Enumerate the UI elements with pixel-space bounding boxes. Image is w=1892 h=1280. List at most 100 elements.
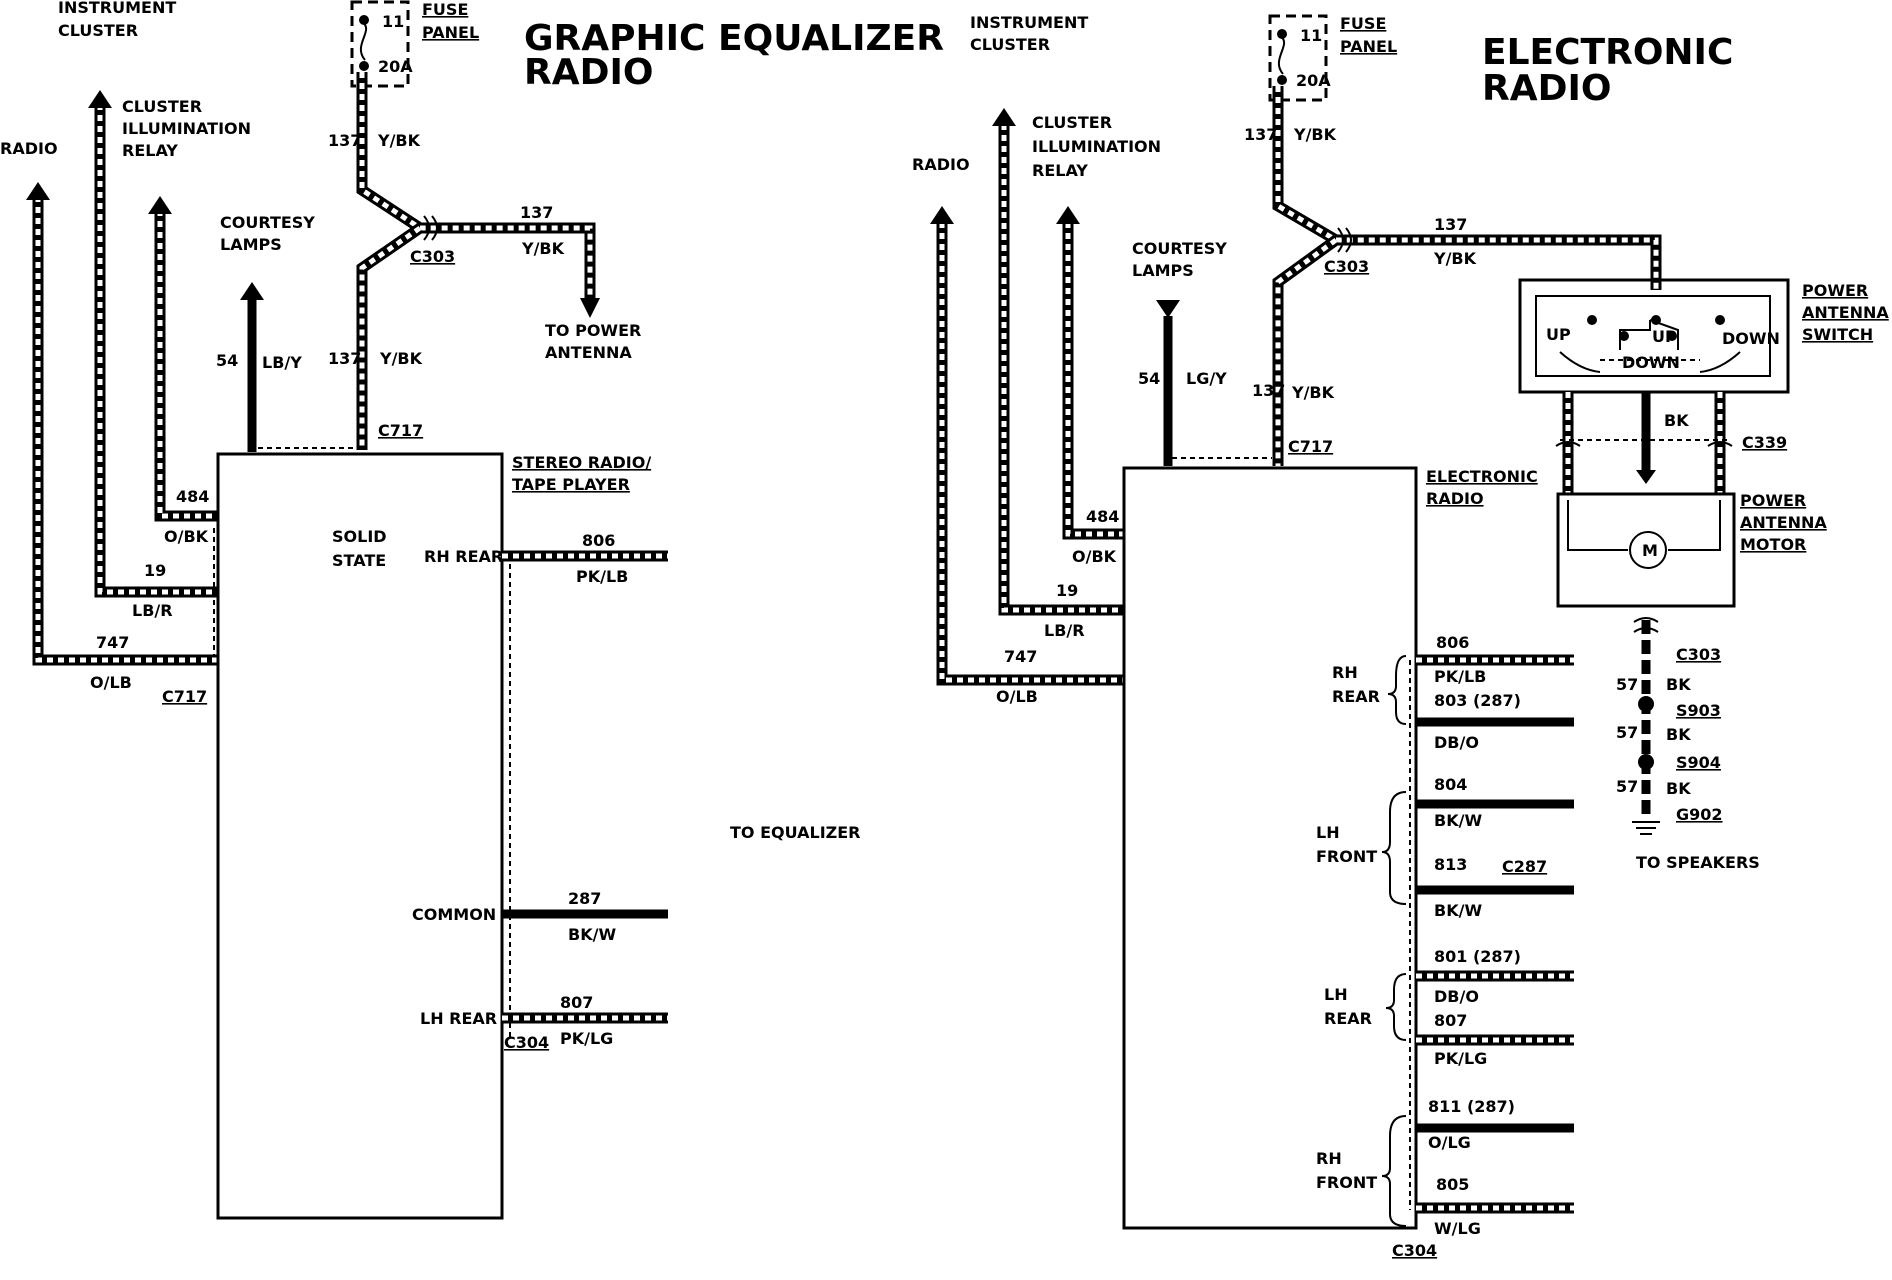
left-solid-state-2: STATE bbox=[332, 551, 386, 570]
left-title-line2: RADIO bbox=[524, 52, 653, 93]
left-wire-54-color: LB/Y bbox=[262, 353, 302, 372]
power-antenna-switch-inner bbox=[1535, 295, 1771, 377]
right-arrow-484 bbox=[1056, 206, 1080, 224]
left-wire-137-low: 137 bbox=[328, 349, 361, 368]
left-fuse-icon bbox=[359, 21, 368, 61]
lh-front-label-2: FRONT bbox=[1316, 847, 1377, 866]
left-diagram: GRAPHIC EQUALIZER RADIO INSTRUMENT CLUST… bbox=[0, 0, 944, 1220]
right-fuse-panel-label-2: PANEL bbox=[1340, 37, 1397, 56]
left-wire-807-label: 807 bbox=[560, 993, 593, 1012]
left-wire-747-color: O/LB bbox=[90, 673, 132, 692]
right-wire-484 bbox=[1062, 222, 1124, 540]
right-c717-top: C717 bbox=[1288, 437, 1333, 456]
right-arrow-courtesy bbox=[1156, 300, 1180, 318]
left-wire-484 bbox=[154, 210, 218, 522]
left-wire-806-color: PK/LB bbox=[576, 567, 628, 586]
left-radio-box bbox=[216, 452, 504, 1220]
right-wire-19-color: LB/R bbox=[1044, 621, 1085, 640]
left-arrow-courtesy bbox=[240, 282, 264, 300]
rh-front-label-1: RH bbox=[1316, 1149, 1342, 1168]
left-wire-806-label: 806 bbox=[582, 531, 615, 550]
left-instrument-cluster-label-2: CLUSTER bbox=[58, 21, 138, 40]
right-wire-54-label: 54 bbox=[1138, 369, 1160, 388]
right-wire-806-color: PK/LB bbox=[1434, 667, 1486, 686]
to-equalizer-label: TO EQUALIZER bbox=[730, 823, 861, 842]
left-arrow-484 bbox=[148, 196, 172, 214]
right-radio-box bbox=[1122, 466, 1418, 1230]
right-courtesy-1: COURTESY bbox=[1132, 239, 1227, 258]
right-cluster-illum-1: CLUSTER bbox=[1032, 113, 1112, 132]
g57-a-color: BK bbox=[1666, 675, 1691, 694]
power-antenna-motor-box bbox=[1556, 492, 1736, 608]
lh-front-label-1: LH bbox=[1316, 823, 1340, 842]
right-wire-137-top-color: Y/BK bbox=[1293, 125, 1337, 144]
left-fuse-rating: 20A bbox=[378, 57, 413, 76]
left-arrow-cluster-illum bbox=[88, 90, 112, 108]
left-wire-19-label: 19 bbox=[144, 561, 166, 580]
motor-m: M bbox=[1642, 541, 1658, 560]
left-wire-137-low-color: Y/BK bbox=[379, 349, 423, 368]
left-wire-137-top-color: Y/BK bbox=[377, 131, 421, 150]
g57-a: 57 bbox=[1616, 675, 1638, 694]
switch-up-mid: UP bbox=[1652, 327, 1677, 346]
left-stereo-label-1: STEREO RADIO/ bbox=[512, 453, 651, 472]
right-wire-803-label: 803 (287) bbox=[1434, 691, 1521, 710]
pa-switch-label-3: SWITCH bbox=[1802, 325, 1873, 344]
left-wire-747-label: 747 bbox=[96, 633, 129, 652]
c303-b-label: C303 bbox=[1676, 645, 1721, 664]
splice-s903 bbox=[1638, 696, 1654, 712]
right-fuse-terminal-top bbox=[1277, 29, 1287, 39]
left-wire-137-right: 137 bbox=[520, 203, 553, 222]
left-wire-137-top: 137 bbox=[328, 131, 361, 150]
right-wire-801-color: DB/O bbox=[1434, 987, 1479, 1006]
left-wire-137-right-color: Y/BK bbox=[521, 239, 565, 258]
left-rh-rear-label: RH REAR bbox=[424, 547, 503, 566]
right-fuse-panel-label: FUSE bbox=[1340, 14, 1386, 33]
left-to-power-antenna-1: TO POWER bbox=[545, 321, 641, 340]
right-wire-805-label: 805 bbox=[1436, 1175, 1469, 1194]
right-fuse-terminal-bottom bbox=[1277, 75, 1287, 85]
left-lh-rear-label: LH REAR bbox=[420, 1009, 497, 1028]
right-instrument-cluster-label: INSTRUMENT bbox=[970, 13, 1088, 32]
left-wire-484-color: O/BK bbox=[164, 527, 209, 546]
left-c303-connector bbox=[423, 215, 438, 241]
right-wire-137-right-color: Y/BK bbox=[1433, 249, 1477, 268]
right-c304-label: C304 bbox=[1392, 1241, 1437, 1260]
left-common-label: COMMON bbox=[412, 905, 496, 924]
right-wire-484-color: O/BK bbox=[1072, 547, 1117, 566]
left-wire-287-label: 287 bbox=[568, 889, 601, 908]
g902-label: G902 bbox=[1676, 805, 1723, 824]
left-fuse-number: 11 bbox=[382, 12, 404, 31]
pa-bk-label: BK bbox=[1664, 411, 1689, 430]
right-electronic-radio-2: RADIO bbox=[1426, 489, 1484, 508]
switch-down-right: DOWN bbox=[1722, 329, 1780, 348]
right-instrument-cluster-label-2: CLUSTER bbox=[970, 35, 1050, 54]
right-wire-807-label: 807 bbox=[1434, 1011, 1467, 1030]
right-electronic-radio-1: ELECTRONIC bbox=[1426, 467, 1538, 486]
lh-rear-label-2: REAR bbox=[1324, 1009, 1372, 1028]
right-wire-813-label: 813 bbox=[1434, 855, 1467, 874]
right-wire-137-low: 137 bbox=[1252, 381, 1285, 400]
right-fuse-rating: 20A bbox=[1296, 71, 1331, 90]
g57-c: 57 bbox=[1616, 777, 1638, 796]
g57-b: 57 bbox=[1616, 723, 1638, 742]
g57-b-color: BK bbox=[1666, 725, 1691, 744]
right-wire-801-label: 801 (287) bbox=[1434, 947, 1521, 966]
left-wire-287-color: BK/W bbox=[568, 925, 616, 944]
ground-g902-icon bbox=[1632, 821, 1660, 835]
right-courtesy-2: LAMPS bbox=[1132, 261, 1194, 280]
left-wire-19-color: LB/R bbox=[132, 601, 173, 620]
c339-label: C339 bbox=[1742, 433, 1787, 452]
rh-front-label-2: FRONT bbox=[1316, 1173, 1377, 1192]
right-wire-137-right: 137 bbox=[1434, 215, 1467, 234]
right-wire-484-label: 484 bbox=[1086, 507, 1119, 526]
right-wire-805-color: W/LG bbox=[1434, 1219, 1481, 1238]
switch-up-left: UP bbox=[1546, 325, 1571, 344]
right-wire-813-color: BK/W bbox=[1434, 901, 1482, 920]
left-c717-top: C717 bbox=[378, 421, 423, 440]
right-c303-label: C303 bbox=[1324, 257, 1369, 276]
right-wire-137-low-color: Y/BK bbox=[1291, 383, 1335, 402]
lh-rear-label-1: LH bbox=[1324, 985, 1348, 1004]
right-fuse-box bbox=[1268, 14, 1328, 102]
right-title-line1: ELECTRONIC bbox=[1482, 32, 1733, 73]
